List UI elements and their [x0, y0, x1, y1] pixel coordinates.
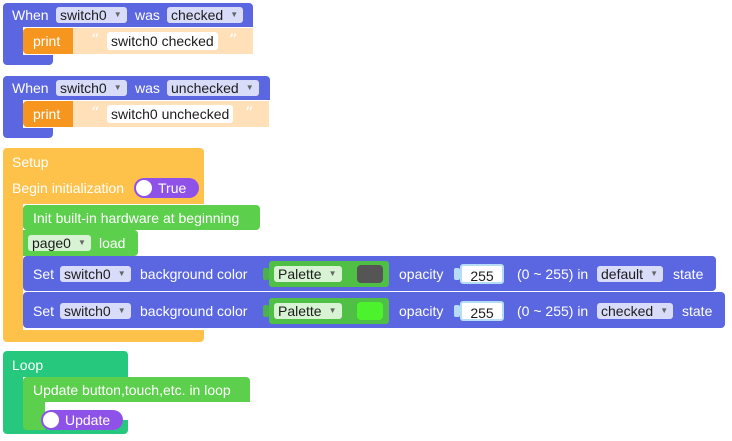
palette-value: Palette	[278, 266, 322, 282]
set-bgcolor-block-default[interactable]: Set switch0 ▼ background color Palette ▼ o…	[23, 256, 716, 291]
target-value: switch0	[64, 266, 111, 282]
dropdown-arrow-icon: ▼	[117, 269, 126, 278]
palette-block[interactable]: Palette ▼	[269, 261, 389, 287]
event-block-unchecked-foot	[3, 128, 53, 138]
print-block-unchecked[interactable]: print	[23, 101, 73, 127]
loop-title: Loop	[12, 357, 44, 373]
update-loop-arm	[23, 402, 45, 430]
page-dropdown[interactable]: page0 ▼	[28, 235, 91, 251]
opacity-input[interactable]: 255	[460, 264, 504, 284]
property-label: background color	[140, 303, 248, 319]
set-label: Set	[33, 303, 55, 319]
opacity-label: opacity	[399, 266, 444, 282]
color-swatch[interactable]	[357, 302, 383, 320]
loop-block-arm	[3, 377, 23, 431]
event-block-checked-foot	[3, 55, 53, 65]
setup-block-arm	[3, 204, 23, 332]
dropdown-arrow-icon: ▼	[328, 306, 337, 315]
target-dropdown[interactable]: switch0 ▼	[60, 303, 131, 319]
print-label: print	[33, 106, 61, 122]
update-loop-label: Update button,touch,etc. in loop	[33, 382, 231, 398]
setup-title: Setup	[12, 154, 49, 170]
event-block-unchecked-arm	[3, 100, 23, 128]
switch-dropdown[interactable]: switch0 ▼	[56, 7, 127, 23]
open-quote-icon: “	[91, 30, 100, 49]
toggle-label: Update	[65, 412, 111, 428]
print-message-input[interactable]: switch0 unchecked	[107, 105, 234, 123]
state-dropdown[interactable]: checked ▼	[597, 303, 674, 319]
when-label: When	[12, 7, 49, 23]
state-value: default	[601, 266, 644, 282]
set-label: Set	[33, 266, 55, 282]
range-label: (0 ~ 255) in	[517, 266, 589, 282]
page-load-block[interactable]: page0 ▼ load	[23, 230, 138, 256]
dropdown-arrow-icon: ▼	[650, 269, 659, 278]
print-block-checked[interactable]: print	[23, 28, 73, 54]
string-block-checked[interactable]: “ switch0 checked ”	[73, 28, 253, 54]
begin-toggle[interactable]: True	[134, 178, 199, 198]
state-value: checked	[171, 7, 224, 23]
color-socket-icon	[263, 305, 269, 317]
close-quote-icon: ”	[245, 103, 254, 122]
string-block-unchecked[interactable]: “ switch0 unchecked ”	[73, 101, 269, 127]
event-block-checked[interactable]: When switch0 ▼ was checked ▼	[3, 3, 253, 27]
dropdown-arrow-icon: ▼	[660, 306, 669, 315]
event-block-checked-arm	[3, 27, 23, 55]
event-block-unchecked[interactable]: When switch0 ▼ was unchecked ▼	[3, 76, 270, 100]
palette-value: Palette	[278, 303, 322, 319]
palette-dropdown[interactable]: Palette ▼	[274, 303, 342, 319]
state-value: checked	[601, 303, 654, 319]
dropdown-arrow-icon: ▼	[245, 83, 254, 92]
dropdown-arrow-icon: ▼	[78, 238, 86, 247]
update-loop-block[interactable]: Update button,touch,etc. in loop	[23, 377, 250, 402]
page-value: page0	[32, 235, 71, 251]
color-socket-icon	[263, 268, 269, 280]
loop-block[interactable]: Loop	[3, 351, 128, 377]
toggle-knob-icon	[43, 412, 59, 428]
init-hardware-label: Init built-in hardware at beginning	[33, 210, 240, 226]
dropdown-arrow-icon: ▼	[113, 83, 122, 92]
was-label: was	[135, 7, 160, 23]
color-swatch[interactable]	[357, 265, 383, 283]
setup-block[interactable]: Setup Begin initialization True	[3, 148, 204, 204]
number-socket-icon	[454, 268, 460, 280]
switch-dropdown[interactable]: switch0 ▼	[56, 80, 127, 96]
property-label: background color	[140, 266, 248, 282]
state-suffix-label: state	[682, 303, 713, 319]
target-value: switch0	[64, 303, 111, 319]
opacity-label: opacity	[399, 303, 444, 319]
when-label: When	[12, 80, 49, 96]
state-dropdown[interactable]: unchecked ▼	[167, 80, 259, 96]
update-toggle[interactable]: Update	[41, 410, 123, 430]
number-socket-icon	[454, 305, 460, 317]
close-quote-icon: ”	[229, 30, 238, 49]
open-quote-icon: “	[91, 103, 100, 122]
state-dropdown[interactable]: default ▼	[597, 266, 664, 282]
load-label: load	[99, 235, 126, 251]
dropdown-arrow-icon: ▼	[328, 269, 337, 278]
setup-block-foot	[3, 330, 204, 342]
was-label: was	[135, 80, 160, 96]
dropdown-arrow-icon: ▼	[117, 306, 126, 315]
state-dropdown[interactable]: checked ▼	[167, 7, 244, 23]
switch-value: switch0	[60, 80, 107, 96]
opacity-input[interactable]: 255	[460, 301, 504, 321]
toggle-knob-icon	[136, 180, 152, 196]
switch-value: switch0	[60, 7, 107, 23]
range-label: (0 ~ 255) in	[517, 303, 589, 319]
dropdown-arrow-icon: ▼	[113, 10, 122, 19]
print-label: print	[33, 33, 61, 49]
init-hardware-block[interactable]: Init built-in hardware at beginning	[23, 205, 260, 230]
set-bgcolor-block-checked[interactable]: Set switch0 ▼ background color Palette ▼ o…	[23, 292, 725, 328]
dropdown-arrow-icon: ▼	[230, 10, 239, 19]
state-suffix-label: state	[673, 266, 704, 282]
begin-initialization-label: Begin initialization	[12, 180, 125, 196]
palette-dropdown[interactable]: Palette ▼	[274, 266, 342, 282]
target-dropdown[interactable]: switch0 ▼	[60, 266, 131, 282]
toggle-label: True	[158, 180, 187, 196]
state-value: unchecked	[171, 80, 239, 96]
palette-block[interactable]: Palette ▼	[269, 298, 389, 324]
print-message-input[interactable]: switch0 checked	[107, 32, 218, 50]
